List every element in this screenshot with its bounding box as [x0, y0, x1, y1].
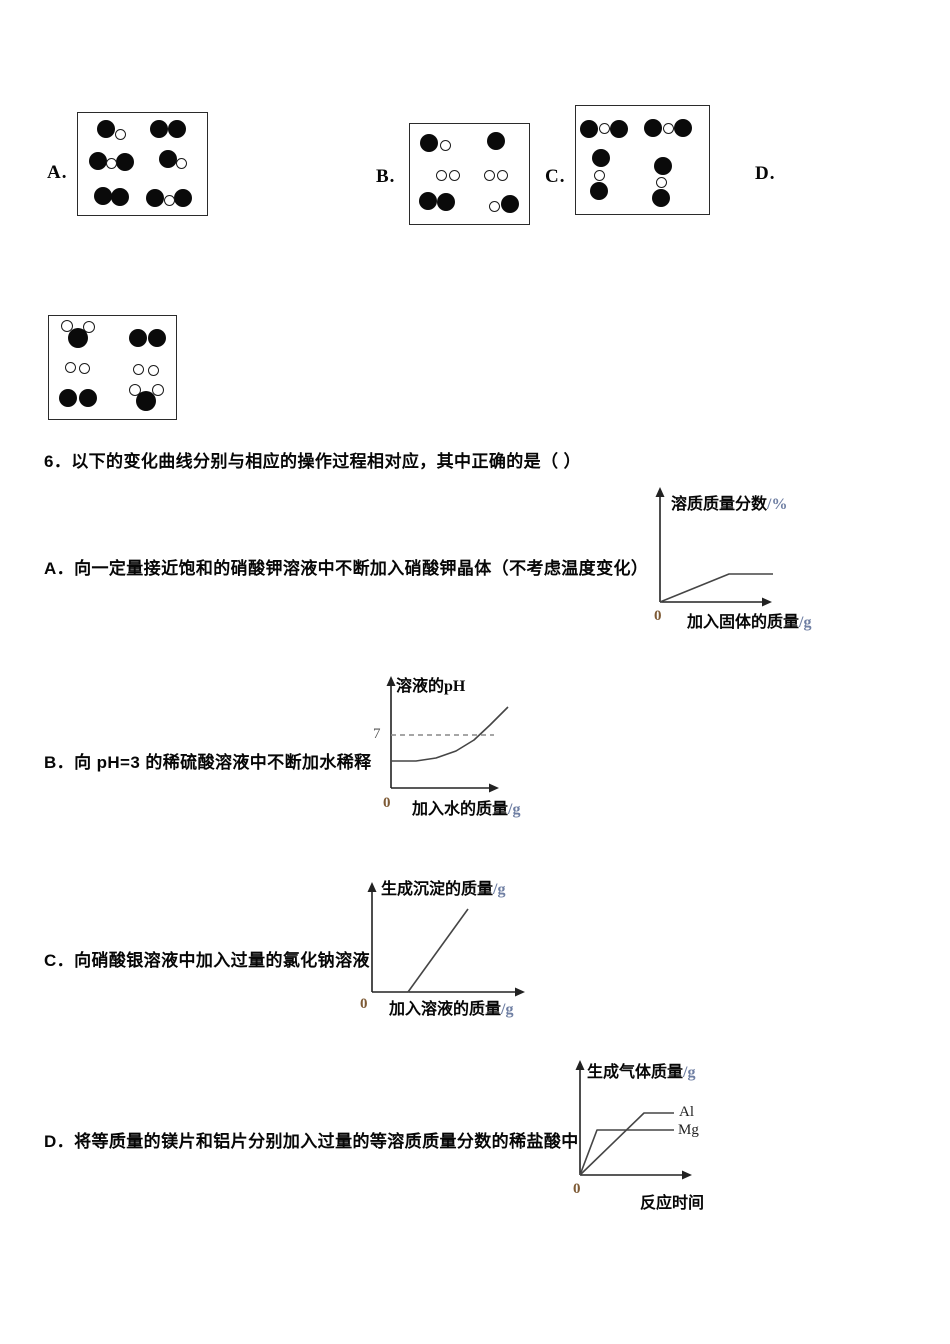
black-atom	[168, 120, 186, 138]
graph-solution-ph: 溶液的pH 加入水的质量/g 7 0	[368, 670, 568, 820]
white-atom	[83, 321, 95, 333]
black-atom	[580, 120, 598, 138]
option-b-text: B．向 pH=3 的稀硫酸溶液中不断加水稀释	[44, 753, 372, 772]
white-atom	[132, 363, 144, 375]
black-atom	[59, 389, 77, 407]
white-atom	[152, 384, 164, 396]
molecule-diagram-d	[48, 315, 177, 420]
white-atom	[435, 169, 447, 181]
origin-zero-label: 0	[383, 795, 391, 811]
option-d-text: D．将等质量的镁片和铝片分别加入过量的等溶质质量分数的稀盐酸中	[44, 1132, 579, 1151]
black-atom	[116, 153, 134, 171]
white-atom	[593, 169, 605, 181]
black-atom	[590, 182, 608, 200]
white-atom	[61, 320, 73, 332]
curve-label-mg: Mg	[678, 1122, 699, 1138]
black-atom	[111, 188, 129, 206]
option-b-letter: B.	[376, 166, 396, 187]
black-atom	[159, 150, 177, 168]
white-atom	[147, 364, 159, 376]
white-atom	[114, 128, 126, 140]
black-atom	[148, 329, 166, 347]
graph-precipitate-mass: 生成沉淀的质量/g 加入溶液的质量/g 0	[348, 868, 562, 1018]
black-atom	[79, 389, 97, 407]
option-a-letter: A.	[47, 162, 68, 183]
black-atom	[129, 329, 147, 347]
y-axis-label: 生成气体质量/g	[587, 1064, 696, 1081]
black-atom	[652, 189, 670, 207]
white-atom	[598, 122, 610, 134]
white-atom	[448, 169, 460, 181]
white-atom	[175, 157, 187, 169]
x-axis-label: 反应时间	[640, 1195, 705, 1212]
graph-d-canvas	[575, 1060, 692, 1180]
black-atom	[644, 119, 662, 137]
x-axis-label: 加入固体的质量/g	[687, 614, 812, 631]
black-atom	[146, 189, 164, 207]
y-axis-label: 生成沉淀的质量/g	[381, 881, 506, 898]
molecule-diagram-b	[409, 123, 530, 225]
graph-c-canvas	[367, 882, 525, 997]
black-atom	[487, 132, 505, 150]
molecule-diagram-c	[575, 105, 710, 215]
black-atom	[419, 192, 437, 210]
option-d-letter: D.	[755, 163, 776, 184]
graph-b-canvas	[386, 676, 509, 793]
white-atom	[496, 169, 508, 181]
black-atom	[174, 189, 192, 207]
white-atom	[439, 139, 451, 151]
black-atom	[674, 119, 692, 137]
curve-label-al: Al	[679, 1104, 694, 1120]
x-axis-label: 加入水的质量/g	[412, 801, 521, 818]
graph-a-canvas	[655, 487, 773, 607]
origin-zero-label: 0	[360, 996, 368, 1012]
black-atom	[654, 157, 672, 175]
option-c-text: C．向硝酸银溶液中加入过量的氯化钠溶液	[44, 951, 370, 970]
origin-zero-label: 0	[573, 1181, 581, 1197]
y-axis-label: 溶质质量分数/%	[671, 496, 788, 513]
white-atom	[655, 176, 667, 188]
molecule-diagram-a	[77, 112, 208, 216]
black-atom	[136, 391, 156, 411]
origin-zero-label: 0	[654, 608, 662, 624]
black-atom	[610, 120, 628, 138]
option-c-letter: C.	[545, 166, 566, 187]
black-atom	[592, 149, 610, 167]
white-atom	[488, 200, 500, 212]
white-atom	[78, 362, 90, 374]
black-atom	[89, 152, 107, 170]
y-tick-7-label: 7	[373, 726, 381, 742]
black-atom	[97, 120, 115, 138]
white-atom	[483, 169, 495, 181]
white-atom	[64, 361, 76, 373]
white-atom	[163, 194, 175, 206]
white-atom	[662, 122, 674, 134]
graph-gas-mass-vs-time: 生成气体质量/g 反应时间 Al Mg 0	[563, 1053, 803, 1213]
black-atom	[501, 195, 519, 213]
option-a-text: A．向一定量接近饱和的硝酸钾溶液中不断加入硝酸钾晶体（不考虑温度变化）	[44, 559, 649, 578]
black-atom	[68, 328, 88, 348]
black-atom	[94, 187, 112, 205]
x-axis-label: 加入溶液的质量/g	[389, 1001, 514, 1018]
question-6-text: 6．以下的变化曲线分别与相应的操作过程相对应，其中正确的是（ ）	[44, 452, 581, 471]
black-atom	[437, 193, 455, 211]
y-axis-label: 溶液的pH	[396, 678, 466, 695]
black-atom	[150, 120, 168, 138]
black-atom	[420, 134, 438, 152]
white-atom	[105, 157, 117, 169]
graph-solute-mass-fraction: 溶质质量分数/% 加入固体的质量/g 0	[645, 483, 875, 638]
